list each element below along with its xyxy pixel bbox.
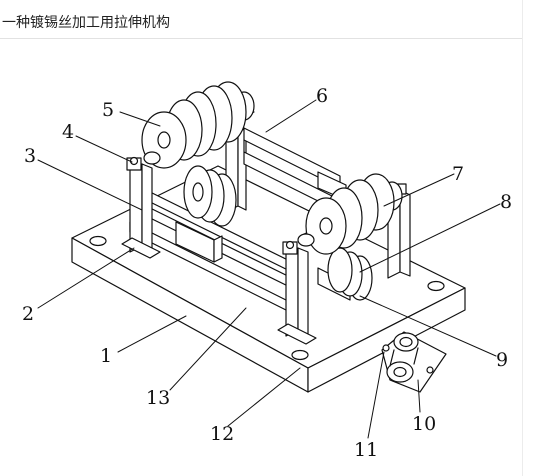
part-label-12: 12 xyxy=(210,423,234,445)
part-label-3: 3 xyxy=(24,145,36,167)
part-label-10: 10 xyxy=(412,413,436,435)
lower-right-rollers xyxy=(317,247,373,301)
part-label-9: 9 xyxy=(496,349,508,371)
left-front-post xyxy=(121,156,161,259)
part-label-2: 2 xyxy=(22,303,34,325)
part-label-6: 6 xyxy=(316,85,328,107)
document-title: 一种镀锡丝加工用拉伸机构 xyxy=(2,15,170,31)
right-front-post xyxy=(277,240,317,345)
patent-drawing: 1 2 3 4 5 6 7 8 9 10 11 12 13 xyxy=(22,81,512,461)
part-label-7: 7 xyxy=(452,163,464,185)
part-label-13: 13 xyxy=(146,387,170,409)
lower-rollers xyxy=(175,165,237,263)
drive-mechanism xyxy=(381,331,447,393)
upper-roller xyxy=(141,81,255,169)
document-title-bar: 一种镀锡丝加工用拉伸机构 xyxy=(0,0,522,39)
right-roller xyxy=(297,173,403,255)
leader-lines xyxy=(37,99,501,439)
part-label-11: 11 xyxy=(354,439,378,461)
scroll-gutter xyxy=(522,0,535,476)
part-label-5: 5 xyxy=(102,99,114,121)
part-labels: 1 2 3 4 5 6 7 8 9 10 11 12 13 xyxy=(22,85,512,461)
part-label-4: 4 xyxy=(62,121,74,143)
part-label-8: 8 xyxy=(500,191,512,213)
part-label-1: 1 xyxy=(100,345,112,367)
